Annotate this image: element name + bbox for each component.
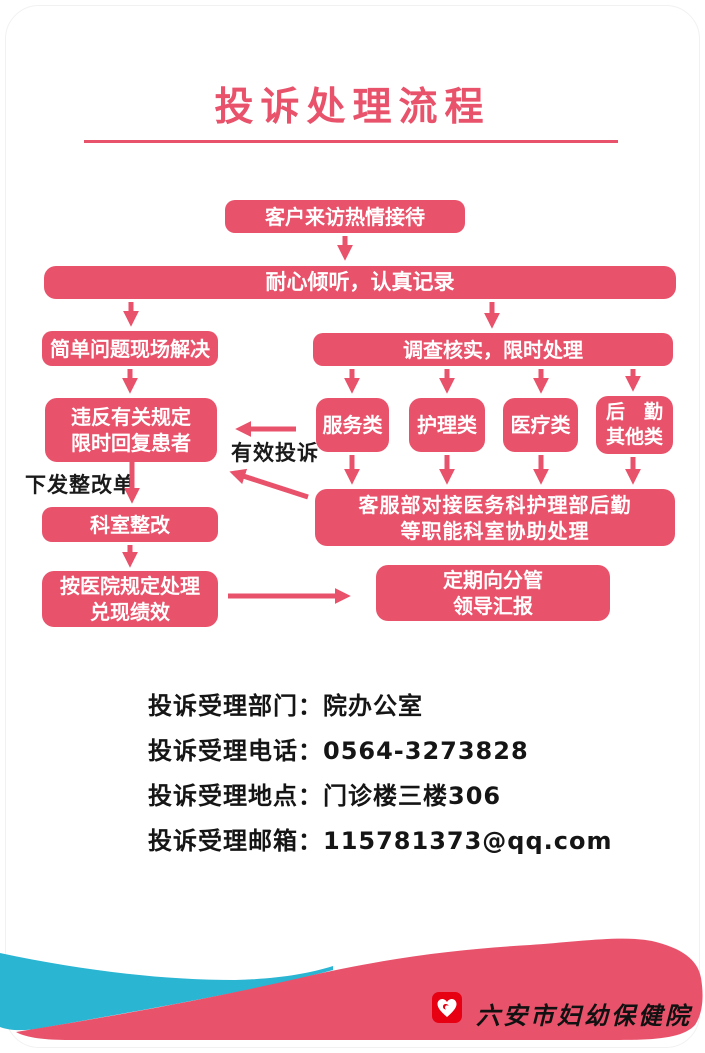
wave-blue — [0, 953, 333, 1031]
footer-waves — [0, 938, 703, 1040]
node-reception-label: 客户来访热情接待 — [265, 204, 425, 229]
contact-department: 投诉受理部门：院办公室 — [148, 692, 423, 720]
node-reception: 客户来访热情接待 — [225, 200, 465, 233]
edge-label-rectification-notice: 下发整改单 — [25, 473, 135, 497]
node-listen: 耐心倾听，认真记录 — [44, 266, 676, 299]
node-performance-line1: 按医院规定处理 — [60, 574, 200, 598]
node-coordination-line2: 等职能科室协助处理 — [400, 518, 590, 543]
node-performance: 按医院规定处理 兑现绩效 — [42, 571, 218, 627]
node-logistics: 后 勤 其他类 — [596, 396, 673, 454]
node-nursing-label: 护理类 — [417, 413, 477, 437]
node-violation-line2: 限时回复患者 — [71, 431, 191, 455]
node-nursing: 护理类 — [409, 398, 485, 452]
node-logistics-line1: 后 勤 — [605, 401, 663, 424]
node-report: 定期向分管 领导汇报 — [376, 565, 610, 621]
node-rectify: 科室整改 — [42, 507, 218, 542]
node-medical: 医疗类 — [503, 398, 578, 452]
node-service-label: 服务类 — [322, 413, 383, 437]
node-simple-onsite-label: 简单问题现场解决 — [50, 336, 210, 361]
node-medical-label: 医疗类 — [510, 413, 571, 437]
node-service: 服务类 — [316, 398, 389, 452]
heart-icon — [437, 998, 457, 1017]
node-listen-label: 耐心倾听，认真记录 — [265, 269, 455, 294]
node-investigate-label: 调查核实，限时处理 — [403, 337, 583, 362]
hospital-name: 六安市妇幼保健院 — [476, 1001, 692, 1030]
contact-email: 投诉受理邮箱：115781373@qq.com — [148, 827, 613, 855]
node-coordination-line1: 客服部对接医务科护理部后勤 — [358, 492, 632, 517]
node-investigate: 调查核实，限时处理 — [313, 333, 673, 366]
wave-pink — [16, 938, 703, 1040]
page-title: 投诉处理流程 — [214, 85, 491, 130]
node-coordination: 客服部对接医务科护理部后勤 等职能科室协助处理 — [315, 489, 675, 546]
hospital-logo — [432, 992, 462, 1023]
contact-location: 投诉受理地点：门诊楼三楼306 — [148, 782, 502, 810]
node-report-line2: 领导汇报 — [453, 594, 533, 618]
node-logistics-line2: 其他类 — [605, 426, 663, 448]
node-performance-line2: 兑现绩效 — [90, 600, 170, 624]
contact-info: 投诉受理部门：院办公室 投诉受理电话：0564-3273828 投诉受理地点：门… — [148, 684, 613, 864]
node-violation: 违反有关规定 限时回复患者 — [45, 398, 217, 462]
edge-label-valid-complaint: 有效投诉 — [231, 441, 319, 465]
node-report-line1: 定期向分管 — [443, 568, 543, 592]
arrow-coordination-to-violation — [229, 468, 309, 500]
node-violation-line1: 违反有关规定 — [71, 405, 191, 429]
node-rectify-label: 科室整改 — [90, 512, 170, 537]
title-underline — [84, 140, 618, 143]
node-simple-onsite: 简单问题现场解决 — [42, 331, 218, 366]
contact-phone: 投诉受理电话：0564-3273828 — [148, 737, 529, 765]
